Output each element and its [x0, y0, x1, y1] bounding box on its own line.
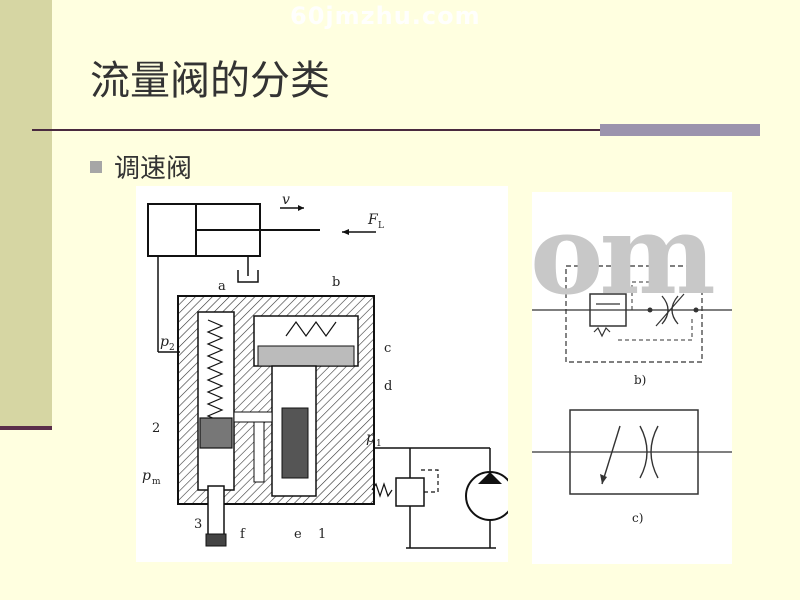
label-c-fig: c) — [632, 511, 643, 525]
relief-valve-symbol — [395, 477, 425, 507]
left-spring — [206, 319, 224, 435]
label-f: f — [240, 527, 246, 542]
label-b: b — [332, 275, 340, 290]
symbols-svg: b) c) — [532, 265, 732, 525]
bullet-square-icon — [90, 160, 102, 173]
right-spring — [285, 320, 337, 338]
p1-label: p — [366, 430, 375, 446]
label-b-fig: b) — [634, 373, 646, 387]
velocity-label: v — [282, 192, 290, 208]
p2-label: p — [160, 334, 169, 350]
pm-label: p — [142, 468, 151, 484]
label-2: 2 — [152, 421, 160, 436]
speed-valve-schematic: v F L p 2 a b c d e — [136, 186, 515, 562]
title-rule — [32, 129, 600, 131]
left-bar-divider — [0, 426, 52, 430]
bullet-item: 调速阀 — [90, 148, 192, 185]
image-watermark: om — [530, 190, 716, 319]
relief-spool — [281, 407, 309, 479]
bullet-text: 调速阀 — [114, 154, 193, 184]
title-rule-accent — [600, 124, 760, 136]
label-a: a — [218, 279, 226, 294]
slide-title: 流量阀的分类 — [90, 58, 330, 104]
site-watermark: 60jmzhu.com — [290, 2, 481, 30]
left-side-bar — [0, 0, 52, 428]
symbol-b-frame — [565, 265, 703, 363]
label-c: c — [384, 341, 391, 356]
p1-sub: 1 — [376, 439, 382, 449]
throttle-spool — [199, 417, 233, 449]
p2-sub: 2 — [169, 343, 175, 353]
label-d: d — [384, 379, 392, 394]
symbol-figures: b) c) — [532, 192, 732, 564]
label-e: e — [294, 527, 302, 542]
label-3: 3 — [194, 517, 202, 532]
load-sub: L — [378, 221, 384, 231]
pm-sub: m — [152, 477, 161, 487]
load-label: F — [367, 212, 379, 228]
label-1: 1 — [318, 527, 326, 542]
schematic-svg: v F L p 2 a b c d e — [142, 192, 515, 549]
